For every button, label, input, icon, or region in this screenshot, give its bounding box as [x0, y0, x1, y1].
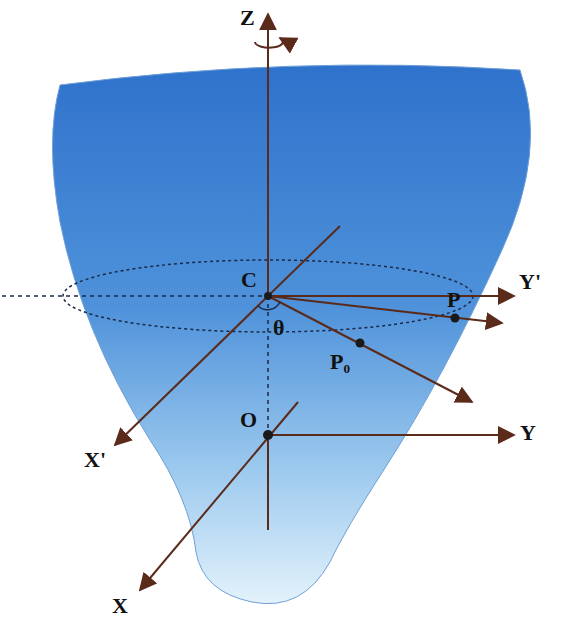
z-axis	[267, 14, 269, 296]
point-p	[451, 314, 460, 323]
axis-extension	[267, 435, 269, 530]
point-label: P₀	[330, 350, 350, 374]
angle-arc	[258, 302, 280, 310]
y-axis	[268, 434, 514, 436]
point-label: C	[241, 268, 257, 292]
point-p0	[356, 339, 365, 348]
axis-label: Y	[520, 421, 536, 445]
radius-line	[268, 296, 502, 323]
point-label: P	[447, 288, 460, 312]
x-prime-axis	[115, 226, 340, 445]
radius-line	[268, 296, 472, 402]
x-axis	[140, 402, 298, 590]
axis-label: X	[112, 594, 128, 618]
rotation-arrow	[255, 38, 283, 48]
rigid-body	[53, 65, 531, 604]
point-o	[263, 430, 273, 440]
axis-label: Z	[240, 6, 255, 30]
point-c	[264, 292, 272, 300]
y-prime-axis	[268, 295, 514, 297]
point-label: O	[240, 408, 257, 432]
angle-label: θ	[273, 316, 284, 340]
dotted-axis	[2, 295, 268, 297]
axis-label: X'	[84, 448, 106, 472]
dashed-axis	[267, 296, 269, 435]
axis-label: Y'	[519, 270, 541, 294]
